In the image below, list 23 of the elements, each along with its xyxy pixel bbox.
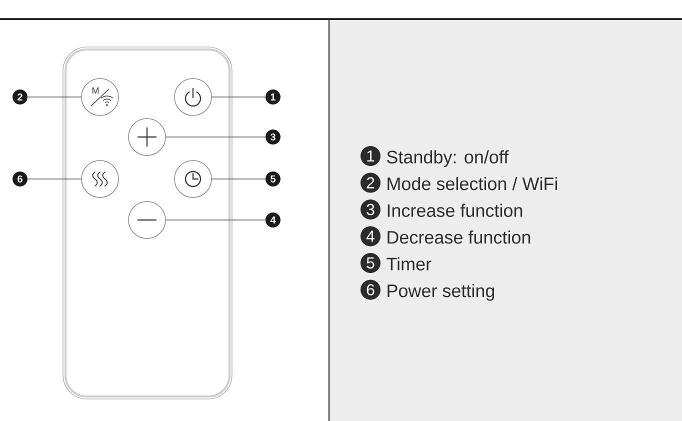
callout-number: 4 <box>266 212 280 228</box>
description-text: Power setting <box>388 284 494 301</box>
description-text: Mode selection / WiFi <box>388 177 558 190</box>
remote-button <box>128 201 166 239</box>
remote-button <box>174 78 212 116</box>
callout-number: 3 <box>266 130 280 144</box>
remote-button <box>174 160 212 198</box>
remote-button <box>128 118 166 156</box>
leader-line <box>27 96 82 98</box>
leader-line <box>166 136 266 138</box>
leader-line <box>212 178 266 180</box>
description-text: Decrease function <box>388 230 530 244</box>
callout-number: 5 <box>266 172 280 186</box>
callout-number: 2 <box>12 90 28 104</box>
callout-number: 1 <box>266 90 280 104</box>
leader-line <box>27 178 82 180</box>
description-text: Timer <box>386 257 432 270</box>
description-text: Increase function <box>388 204 522 217</box>
callout-number: 6 <box>12 172 28 186</box>
remote-button <box>81 160 119 198</box>
remote-button: M <box>81 78 119 116</box>
description-text: Standby: on/off <box>387 150 509 168</box>
leader-line <box>212 96 266 98</box>
